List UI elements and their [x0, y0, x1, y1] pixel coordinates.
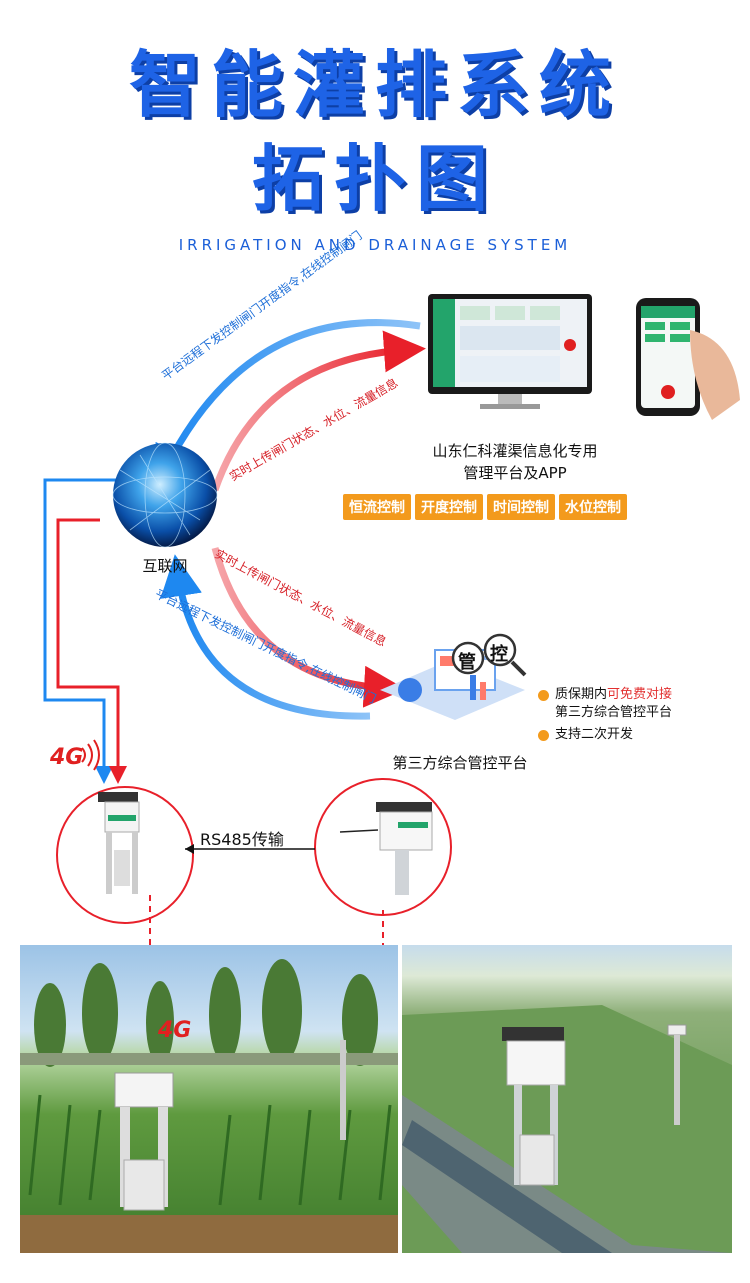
feature-text-line2: 第三方综合管控平台: [555, 705, 673, 720]
third-party-features: 质保期内可免费对接 第三方综合管控平台 支持二次开发: [538, 686, 672, 748]
bullet-dot: [538, 730, 549, 741]
phone-icon: [636, 298, 740, 420]
feature-text: 质保期内: [555, 687, 608, 702]
internet-label: 互联网: [142, 557, 188, 575]
kong-char: 控: [490, 644, 508, 665]
connector-blue: [43, 478, 118, 784]
third-party-label: 第三方综合管控平台: [392, 754, 528, 772]
platform-illustration: [380, 633, 527, 720]
arrow-top-blue: [155, 319, 421, 489]
kong-icon: [483, 633, 517, 667]
guan-icon: [451, 641, 485, 675]
feature-free-integration: 质保期内可免费对接 第三方综合管控平台: [538, 686, 672, 722]
feature-text: 支持二次开发: [555, 727, 634, 742]
arrow-bottom-blue: [160, 554, 371, 720]
bullet-dot: [538, 690, 549, 701]
4g-icon: 4G: [50, 745, 84, 770]
flow-meter-icon: [339, 802, 433, 895]
management-line1: 山东仁科灌渠信息化专用: [432, 442, 598, 460]
management-line2: 管理平台及APP: [463, 464, 567, 482]
gate-device-icon: [98, 792, 140, 894]
feature-highlight: 可免费对接: [607, 687, 673, 702]
guan-char: 管: [458, 652, 476, 673]
subtitle: IRRIGATION AND DRAINAGE SYSTEM: [178, 236, 572, 254]
arrow-top-red: [211, 330, 426, 492]
control-badges: 恒流控制 开度控制 时间控制 水位控制: [343, 494, 627, 520]
rs485-label: RS485传输: [200, 830, 284, 849]
management-platform-label: 山东仁科灌渠信息化专用 管理平台及APP: [390, 440, 640, 484]
badge-opening: 开度控制: [415, 494, 483, 520]
field-scene-right: [402, 945, 732, 1253]
connector-red: [56, 518, 127, 784]
field-scene-left: [20, 945, 398, 1253]
monitor-icon: [428, 294, 592, 409]
arrow-bottom-red: [211, 547, 406, 708]
badge-constant-flow: 恒流控制: [343, 494, 411, 520]
feature-secondary-dev: 支持二次开发: [538, 726, 672, 744]
4g-icon-scene: 4G: [158, 1018, 192, 1043]
title-line2: 拓扑图: [251, 137, 498, 221]
badge-time: 时间控制: [487, 494, 555, 520]
title-line1: 智能灌排系统: [128, 43, 621, 127]
signal-waves-icon: [81, 739, 100, 771]
badge-water-level: 水位控制: [559, 494, 627, 520]
